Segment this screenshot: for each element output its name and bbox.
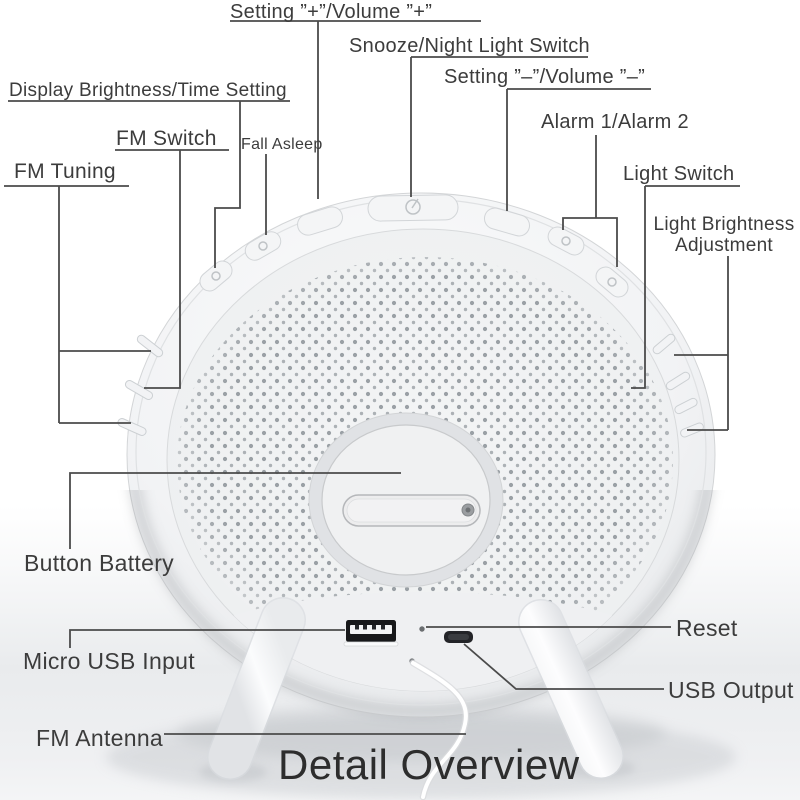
leader-setting-minus [506,88,651,211]
light-brightness-ridge-2 [665,371,691,391]
snooze-night-light-button [367,194,459,222]
reset-hole [419,626,425,632]
page-title: Detail Overview [278,741,580,788]
label-light-brightness-line1: Light Brightness [653,214,795,235]
label-usb-output: USB Output [668,677,794,703]
snooze-icon-slash [411,198,419,209]
alarm1-icon [561,236,571,246]
label-light-brightness-adjustment: Light Brightness Adjustment [648,214,800,256]
leader-usb-output [463,643,664,690]
leader-display-brightness [8,100,290,268]
setting-minus-button [483,207,531,237]
label-light-brightness-line2: Adjustment [674,235,774,256]
ground-shadow-inner [176,705,666,761]
label-alarm1-alarm2: Alarm 1/Alarm 2 [541,111,689,133]
light-brightness-ridge-1 [652,333,676,355]
label-snooze-night-light-switch: Snooze/Night Light Switch [349,35,590,57]
fm-antenna-wire [409,659,470,800]
label-display-brightness-time-setting: Display Brightness/Time Setting [9,80,287,101]
battery-cover [308,412,504,588]
label-fall-asleep: Fall Asleep [241,136,323,153]
fm-switch-ridge [124,380,154,400]
usb-a-port [343,620,399,647]
leader-fm-tuning [4,185,151,424]
leader-lines [4,20,740,735]
alarm2-icon [607,277,617,287]
leader-micro-usb [69,629,345,648]
label-button-battery: Button Battery [24,550,174,576]
label-fm-switch: FM Switch [116,127,217,150]
setting-plus-button [297,206,343,236]
fall-asleep-button [244,231,282,261]
label-setting-plus-volume-plus: Setting ”+”/Volume ”+” [230,1,433,23]
leader-light-brightness [674,256,729,431]
micro-usb-port [444,631,473,643]
label-light-switch: Light Switch [623,163,735,185]
label-reset: Reset [676,615,738,641]
light-brightness-ridge-3 [674,397,698,415]
label-setting-minus-volume-minus: Setting ”–”/Volume ”–” [444,66,646,88]
leader-button-battery [69,472,401,549]
display-brightness-button [199,260,233,292]
label-fm-antenna: FM Antenna [36,725,164,751]
leader-alarm [562,135,618,267]
snooze-icon [405,199,421,215]
leader-snooze [410,56,588,197]
ports [343,620,473,664]
display-brightness-icon [211,271,221,281]
leader-fm-switch [115,149,229,389]
alarm1-button [547,226,585,256]
label-fm-tuning: FM Tuning [14,160,116,183]
leader-light-switch [631,185,740,389]
fall-asleep-icon [258,241,268,251]
alarm2-button [595,266,629,298]
leader-setting-plus [230,20,481,199]
label-micro-usb-input: Micro USB Input [23,648,195,674]
fm-tuning-up-ridge [136,334,164,358]
control-buttons [199,194,629,298]
